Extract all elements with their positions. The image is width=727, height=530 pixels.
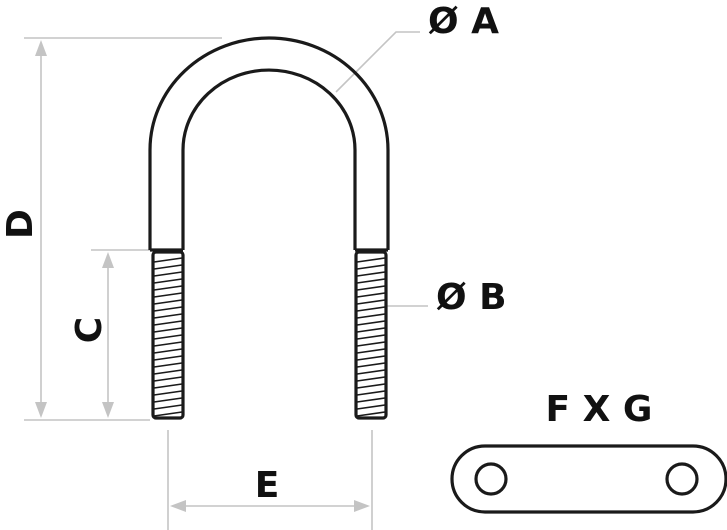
thread-line (153, 362, 183, 368)
thread-line (153, 348, 183, 354)
thread-line (356, 285, 386, 291)
thread-line (153, 264, 183, 270)
thread-line (153, 327, 183, 333)
thread-line (153, 257, 183, 263)
thread-line (153, 299, 183, 305)
thread-line (356, 327, 386, 333)
thread-line (356, 362, 386, 368)
right-thread (354, 250, 388, 420)
thread-line (356, 320, 386, 326)
thread-line (153, 271, 183, 277)
diameter-a-label: Ø A (428, 1, 499, 42)
thread-line (153, 285, 183, 291)
thread-line (153, 334, 183, 340)
thread-line (356, 299, 386, 305)
dimension-e (167, 430, 373, 530)
thread-line (153, 306, 183, 312)
thread-line (153, 341, 183, 347)
thread-line (153, 411, 183, 417)
thread-line (356, 348, 386, 354)
thread-line (356, 306, 386, 312)
thread-line (356, 404, 386, 410)
dimension-d (24, 37, 222, 421)
dimension-c (91, 249, 150, 418)
u-bolt (148, 36, 390, 420)
thread-line (153, 397, 183, 403)
thread-line (356, 411, 386, 417)
thread-line (153, 376, 183, 382)
thread-line (356, 292, 386, 298)
thread-line (153, 404, 183, 410)
thread-line (356, 376, 386, 382)
thread-line (356, 271, 386, 277)
thread-line (356, 278, 386, 284)
thread-line (153, 278, 183, 284)
thread-line (153, 320, 183, 326)
plate (450, 444, 727, 514)
u-bolt-bend-inner (181, 68, 357, 250)
dimension-d-label: D (0, 209, 41, 239)
thread-line (356, 313, 386, 319)
thread-line (356, 257, 386, 263)
left-thread (151, 250, 185, 420)
thread-line (153, 383, 183, 389)
diameter-b-label: Ø B (436, 277, 507, 318)
thread-line (153, 390, 183, 396)
thread-line (356, 397, 386, 403)
thread-line (153, 313, 183, 319)
plate-hole-right (665, 462, 699, 496)
thread-line (153, 369, 183, 375)
thread-line (153, 355, 183, 361)
thread-line (356, 334, 386, 340)
dimension-e-label: E (255, 465, 280, 506)
leader-a (335, 31, 420, 93)
thread-line (356, 264, 386, 270)
plate-hole-left (474, 462, 508, 496)
thread-line (356, 390, 386, 396)
plate-label: F X G (546, 389, 653, 430)
thread-line (356, 369, 386, 375)
thread-line (356, 383, 386, 389)
thread-line (153, 292, 183, 298)
dimension-c-label: C (69, 317, 110, 343)
thread-line (356, 355, 386, 361)
thread-line (356, 341, 386, 347)
u-bolt-bend (148, 36, 390, 250)
